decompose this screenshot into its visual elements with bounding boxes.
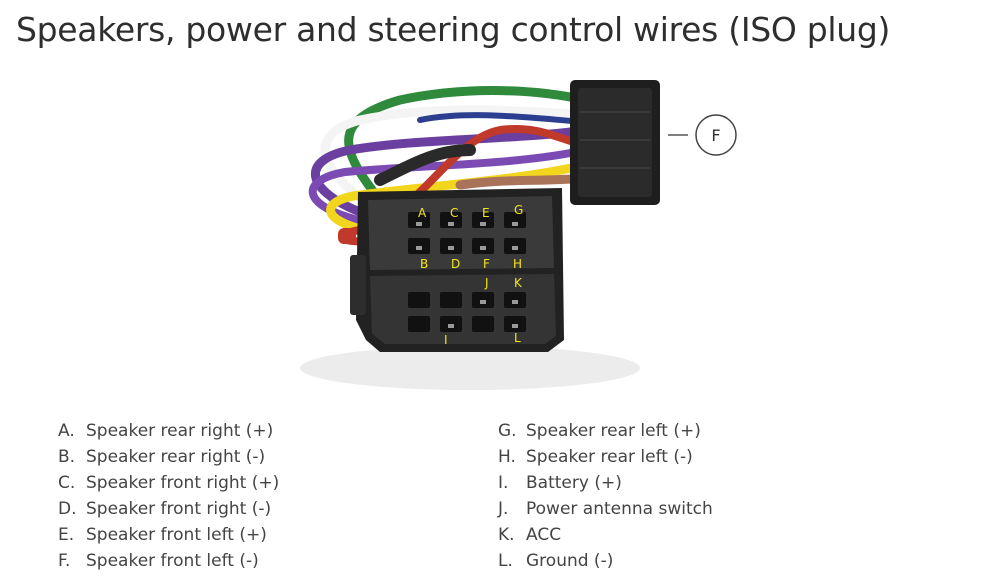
- wire-bundle: [308, 86, 590, 246]
- pin-label-l: L: [514, 331, 521, 345]
- legend-item: B.Speaker rear right (-): [58, 447, 266, 467]
- callout-circle: [695, 114, 737, 156]
- legend-item: A.Speaker rear right (+): [58, 421, 274, 441]
- plug-shadow: [300, 346, 640, 390]
- legend-item: J.Power antenna switch: [498, 499, 713, 519]
- legend-item: C.Speaker front right (+): [58, 473, 280, 493]
- pin-label-c: C: [450, 206, 458, 220]
- pin-label-h: H: [513, 257, 522, 271]
- pin-label-f: F: [483, 257, 490, 271]
- legend-item: L.Ground (-): [498, 551, 614, 571]
- wire-white: [320, 105, 590, 210]
- red-wire-end: [338, 228, 356, 244]
- wire-green: [344, 86, 590, 205]
- iso-plug-figure: F: [300, 80, 737, 390]
- page-title: Speakers, power and steering control wir…: [16, 10, 891, 49]
- legend-item: I.Battery (+): [498, 473, 622, 493]
- pin-label-g: G: [514, 203, 523, 217]
- callout-label: F: [711, 126, 720, 145]
- wire-purple: [311, 125, 590, 217]
- legend-left-column: A.Speaker rear right (+) B.Speaker rear …: [58, 418, 279, 574]
- wire-blue: [417, 112, 588, 125]
- legend-item: K.ACC: [498, 525, 562, 545]
- wire-purple-2: [308, 146, 589, 224]
- wire-brown: [455, 173, 590, 190]
- legend-right-column: G.Speaker rear left (+) H.Speaker rear l…: [498, 418, 713, 574]
- connector-f: [570, 80, 660, 205]
- pin-label-e: E: [482, 206, 490, 220]
- legend-item: F.Speaker front left (-): [58, 551, 259, 571]
- legend-item: E.Speaker front left (+): [58, 525, 267, 545]
- pin-label-b: B: [420, 257, 428, 271]
- wire-black: [374, 144, 476, 186]
- legend-item: G.Speaker rear left (+): [498, 421, 701, 441]
- legend-item: D.Speaker front right (-): [58, 499, 272, 519]
- pin-label-j: J: [484, 276, 489, 290]
- legend-item: H.Speaker rear left (-): [498, 447, 693, 467]
- pin-label-k: K: [514, 276, 523, 290]
- pin-label-i: I: [444, 333, 448, 347]
- pin-label-a: A: [418, 206, 427, 220]
- pin-label-d: D: [451, 257, 460, 271]
- iso-plug-body: [350, 188, 564, 352]
